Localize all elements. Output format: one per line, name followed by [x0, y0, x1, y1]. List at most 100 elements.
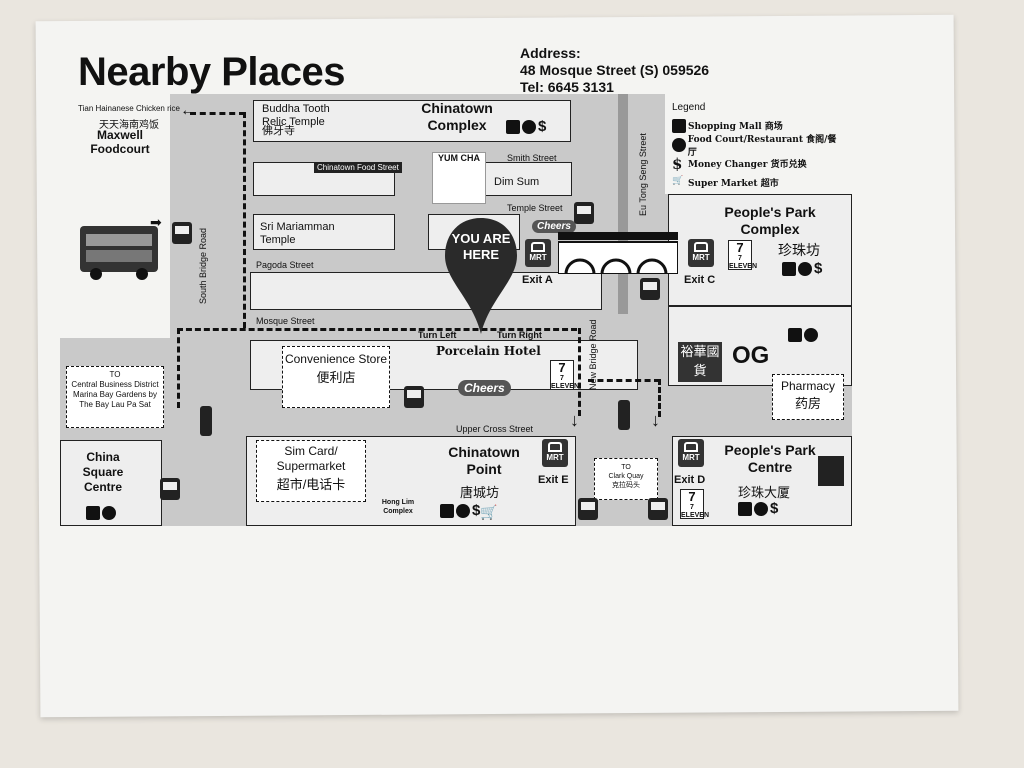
route-right-down: [578, 328, 581, 416]
seven-eleven-text: 7 ELEVEN: [551, 375, 580, 390]
maxwell-small-label: Tian Hainanese Chicken rice: [78, 104, 180, 113]
ppcentre-icons: $: [738, 500, 778, 518]
exit-c-label: Exit C: [684, 274, 716, 286]
mrt-label: MRT: [529, 253, 547, 262]
og-icons: [788, 326, 820, 344]
peoples-park-centre-label: People's Park Centre: [724, 442, 816, 475]
route-maxwell: [190, 112, 245, 115]
chinatown-complex-icons: $: [506, 118, 546, 135]
route-clark: [588, 379, 660, 382]
og-logo: OG: [732, 342, 770, 369]
plate-icon: [102, 505, 116, 520]
mrt-icon: MRT: [542, 439, 568, 467]
maxwell-label: Maxwell Foodcourt: [90, 128, 150, 156]
street-label-pagoda: Pagoda Street: [256, 260, 314, 270]
you-are-here-label: YOU ARE HERE: [451, 231, 511, 262]
dollar-icon: $: [672, 154, 683, 173]
china-square-label: China Square Centre: [82, 450, 124, 494]
cart-icon: 🛒: [672, 175, 684, 186]
bus-stop-icon: [648, 498, 668, 520]
chinatown-complex-label: Chinatown Complex: [421, 100, 493, 133]
pharmacy-cn-label: 药房: [794, 396, 821, 411]
street-label-upper-cross: Upper Cross Street: [456, 424, 534, 434]
convenience-cn-label: 便利店: [316, 370, 356, 385]
exit-a-label: Exit A: [522, 274, 553, 286]
shopping-bag-icon: [738, 501, 752, 516]
plate-icon: [456, 503, 470, 518]
china-square-icons: [86, 504, 118, 522]
clark-label: Clark Quay: [608, 473, 644, 480]
sim-card-cn-label: 超市/电话卡: [276, 477, 346, 492]
cbd-to-label: TO: [109, 370, 121, 379]
maxwell-cn-label: 天天海南鸡饭: [99, 120, 159, 131]
legend: Legend Shopping Mall 商场 Food Court/Resta…: [672, 102, 842, 192]
legend-label: Money Changer 货币兑换: [688, 160, 807, 170]
shopping-bag-icon: [86, 505, 100, 520]
ppc-cn-label: 珍珠坊: [778, 242, 820, 258]
bus-stop-icon: [578, 498, 598, 520]
seven-eleven-text: 7 ELEVEN: [681, 504, 710, 519]
you-are-here-pin-icon: [445, 218, 517, 334]
sri-block: [253, 214, 395, 250]
dollar-icon: $: [770, 500, 779, 517]
sim-card-box: Sim Card/ Supermarket 超市/电话卡: [256, 440, 366, 502]
convenience-label: Convenience Store: [284, 352, 388, 366]
yumcha-logo: YUM CHA: [432, 152, 486, 204]
street-label-eu-tong-seng: Eu Tong Seng Street: [638, 133, 648, 216]
peoples-park-complex-label: People's Park Complex: [724, 204, 816, 237]
bridge-icon: [558, 232, 678, 274]
chinatown-point-label: Chinatown Point: [448, 444, 520, 477]
street-label-smith: Smith Street: [507, 153, 557, 163]
clark-cn-label: 克拉码头: [612, 482, 640, 489]
ctp-icons: $🛒: [440, 502, 498, 520]
legend-item: Shopping Mall 商场: [672, 116, 842, 135]
sim-card-label: Sim Card/ Supermarket: [276, 444, 346, 473]
dim-sum-label: Dim Sum: [494, 176, 540, 188]
sri-mariamman-label: Sri Mariamman Temple: [260, 221, 335, 246]
shopping-bag-icon: [788, 327, 802, 342]
shopping-bag-icon: [440, 503, 454, 518]
legend-label: Food Court/Restaurant 食阁/餐厅: [687, 134, 837, 158]
street-label-south-bridge: South Bridge Road: [198, 227, 208, 304]
buddha-label: Buddha Tooth Relic Temple: [262, 103, 330, 128]
arrow-left-icon: ←: [180, 102, 196, 119]
street-label-turn-right: Turn Right: [497, 330, 542, 340]
legend-item: $ Money Changer 货币兑换: [672, 154, 842, 173]
exit-e-label: Exit E: [538, 474, 569, 486]
cart-icon: 🛒: [480, 503, 498, 520]
dollar-icon: $: [538, 118, 547, 135]
bus-stop-icon: [404, 386, 424, 408]
legend-item: 🛒Super Market 超市: [672, 173, 842, 192]
yue-hwa-logo: 裕華國貨: [678, 342, 722, 382]
clark-to-label: TO: [621, 464, 631, 471]
route-mosque: [177, 328, 577, 331]
mrt-icon: MRT: [525, 239, 551, 267]
bus-stop-icon: [574, 202, 594, 224]
legend-item: Food Court/Restaurant 食阁/餐厅: [672, 135, 842, 158]
plate-icon: [798, 261, 812, 276]
buddha-label-cn: 佛牙寺: [262, 125, 295, 137]
address-phone: Tel: 6645 3131: [520, 79, 614, 95]
mrt-label: MRT: [682, 453, 700, 462]
arrow-down-icon: ↓: [651, 410, 660, 430]
food-street-label: Chinatown Food Street: [314, 162, 402, 173]
arrow-right-icon: ➡: [150, 214, 162, 230]
address-heading: Address:: [520, 45, 581, 61]
mrt-label: MRT: [546, 453, 564, 462]
shopping-bag-icon: [672, 118, 686, 133]
cbd-label: Central Business District Marina Bay Gar…: [71, 380, 159, 409]
street-label-new-bridge: New Bridge Road: [588, 319, 598, 390]
dollar-icon: $: [472, 502, 481, 519]
traffic-light-icon: [200, 406, 212, 436]
seven-eleven-text: 7 ELEVEN: [729, 255, 758, 270]
pagoda-block: [250, 272, 602, 310]
plate-icon: [522, 120, 536, 135]
porcelain-hotel-label: Porcelain Hotel: [436, 344, 541, 358]
arrow-down-icon: ↓: [570, 410, 579, 430]
eu-tong-seng-road: [618, 94, 628, 314]
page-title: Nearby Places: [78, 50, 346, 94]
plate-icon: [804, 327, 818, 342]
